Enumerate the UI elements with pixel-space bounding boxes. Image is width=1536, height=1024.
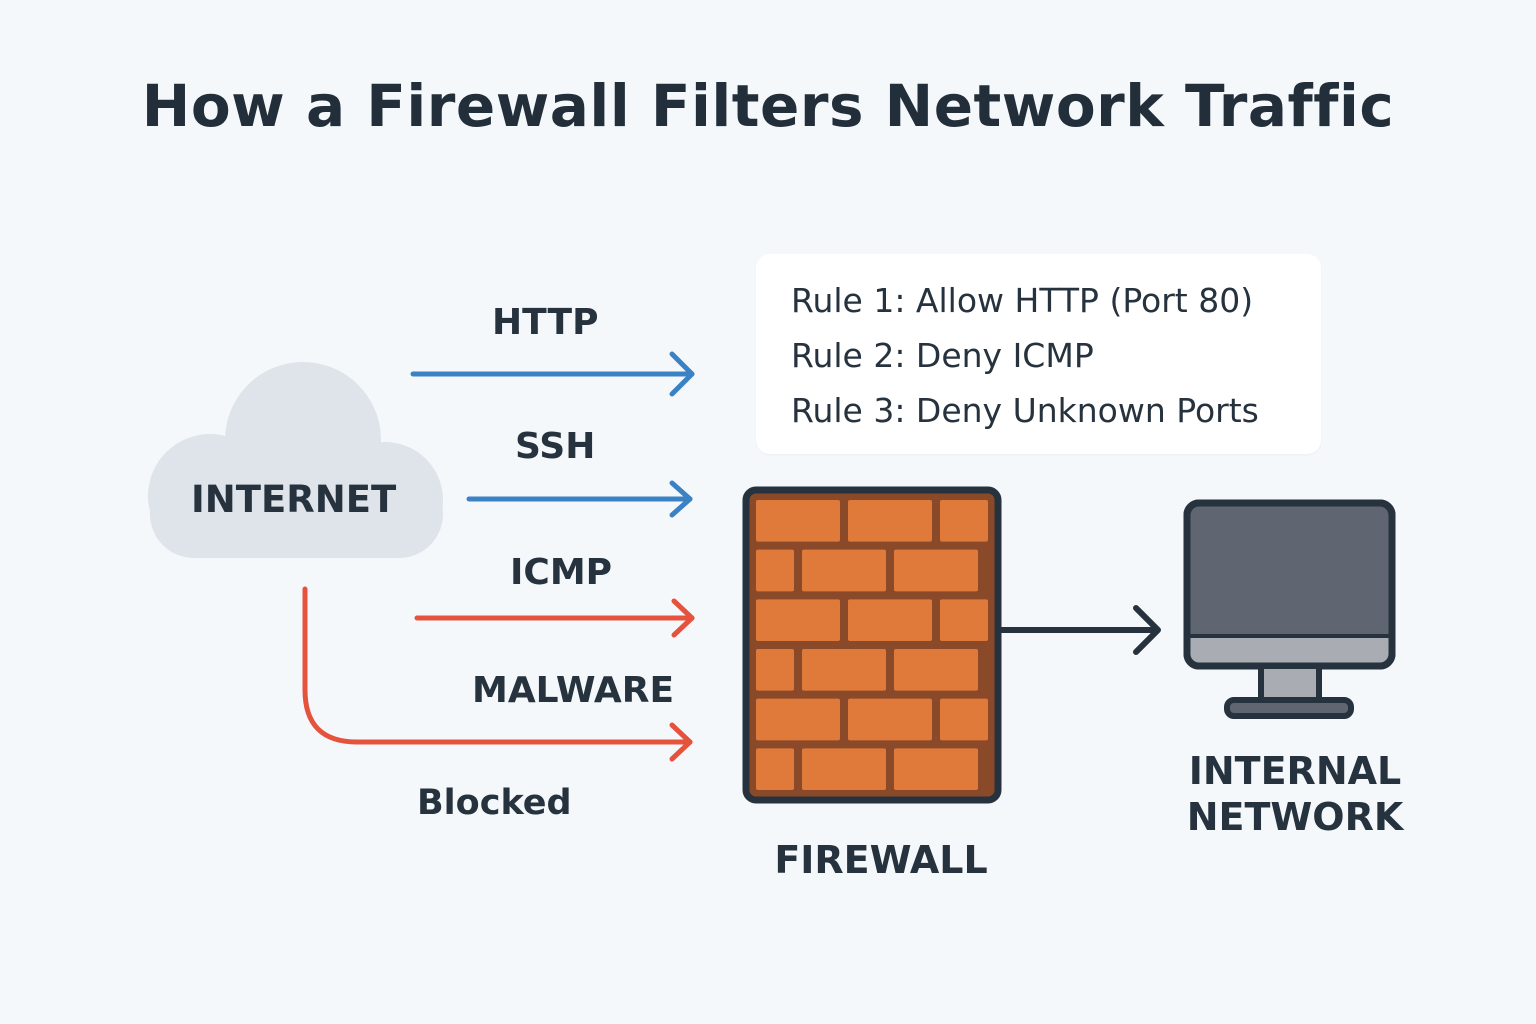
diagram-title: How a Firewall Filters Network Traffic <box>141 72 1395 140</box>
malware-arrow <box>302 586 693 762</box>
http-label: HTTP <box>492 302 599 343</box>
internet-label: INTERNET <box>191 478 397 521</box>
brick <box>754 696 842 743</box>
brick <box>754 647 796 693</box>
ssh-label: SSH <box>515 426 596 467</box>
internal-network-line-1: INTERNAL <box>1188 749 1402 793</box>
ssh-arrow <box>466 480 693 518</box>
brick <box>846 498 934 544</box>
rule-3: Rule 3: Deny Unknown Ports <box>791 391 1259 430</box>
icmp-label: ICMP <box>510 552 613 593</box>
brick <box>892 746 980 792</box>
http-arrow <box>410 351 695 397</box>
brick <box>754 547 796 594</box>
brick <box>800 547 888 594</box>
firewall-rules-panel: Rule 1: Allow HTTP (Port 80) Rule 2: Den… <box>756 254 1321 454</box>
brick <box>754 597 842 643</box>
icmp-arrow <box>414 598 695 638</box>
firewall-label: FIREWALL <box>774 838 988 882</box>
monitor-icon <box>1183 499 1396 719</box>
brick <box>938 498 990 544</box>
brick <box>754 498 842 544</box>
internal-network-label: INTERNAL NETWORK <box>1170 748 1420 840</box>
brick <box>800 746 888 792</box>
brick <box>892 547 980 594</box>
brick <box>938 696 990 743</box>
blocked-label: Blocked <box>417 783 572 823</box>
cloud-icon <box>148 362 443 558</box>
firewall-to-network-arrow <box>998 605 1161 655</box>
brick <box>892 647 980 693</box>
rule-1: Rule 1: Allow HTTP (Port 80) <box>791 281 1254 320</box>
malware-label: MALWARE <box>472 670 675 711</box>
brick <box>754 746 796 792</box>
brick <box>938 597 990 643</box>
brick <box>846 597 934 643</box>
brick <box>800 647 888 693</box>
brick-wall-icon <box>742 486 1002 804</box>
rule-2: Rule 2: Deny ICMP <box>791 336 1094 375</box>
brick <box>846 696 934 743</box>
internal-network-line-2: NETWORK <box>1186 795 1404 839</box>
